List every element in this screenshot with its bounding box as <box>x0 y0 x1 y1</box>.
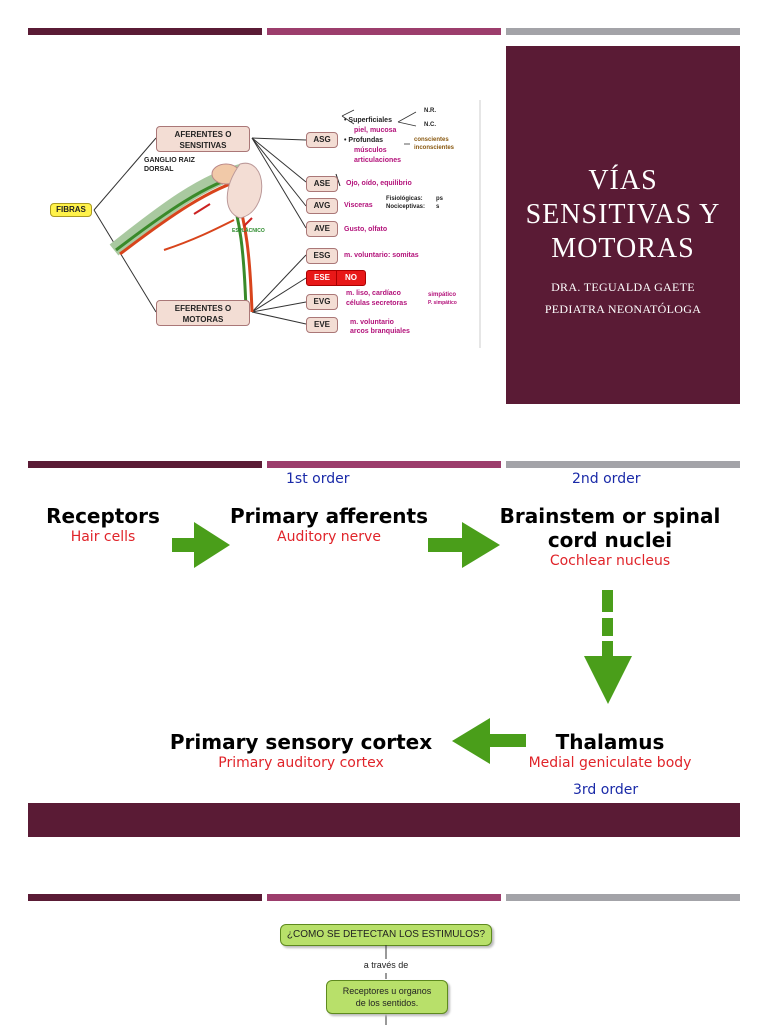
code-evg: EVG <box>306 294 338 310</box>
accent-bar-middle-3 <box>267 894 501 901</box>
first-order-label: 1st order <box>286 471 350 487</box>
brainstem-title-1: Brainstem or spinal <box>499 504 721 528</box>
code-esg: ESG <box>306 248 338 264</box>
code-eve: EVE <box>306 317 338 333</box>
fibers-diagram: FIBRAS AFERENTES O SENSITIVAS EFERENTES … <box>44 100 482 350</box>
label-nc: N.C. <box>424 122 436 128</box>
accent-bar-right-2 <box>506 461 740 468</box>
code-asg: ASG <box>306 132 338 148</box>
avg-ps: ps <box>436 196 444 202</box>
accent-bar-left-2 <box>28 461 262 468</box>
evg-description-2: células secretoras <box>346 300 408 307</box>
receptors-title: Receptors <box>46 504 160 528</box>
third-order-label: 3rd order <box>573 782 639 798</box>
cortex-subtitle: Primary auditory cortex <box>218 755 384 771</box>
asg-profundas: • Profundas <box>344 137 384 144</box>
concept-connector <box>385 945 387 1025</box>
cortex-title: Primary sensory cortex <box>169 730 433 754</box>
accent-bar-left <box>28 28 262 35</box>
accent-bar-middle-2 <box>267 461 501 468</box>
brainstem-node: Brainstem or spinal cord nuclei Cochlear… <box>488 504 732 570</box>
thalamus-node: Thalamus Medial geniculate body <box>506 730 714 772</box>
ganglio-label: GANGLIO RAIZ DORSAL <box>144 157 195 173</box>
presentation-title: VÍAS SENSITIVAS Y MOTORAS <box>525 165 721 264</box>
author-name: DRA. TEGUALDA GAETE <box>551 280 695 294</box>
receptores-line-1: Receptores u organos <box>342 986 432 996</box>
asg-piel: piel, mucosa <box>354 127 397 134</box>
title-panel: VÍAS SENSITIVAS Y MOTORAS DRA. TEGUALDA … <box>506 46 740 404</box>
afferent-box: AFERENTES O SENSITIVAS <box>156 126 250 152</box>
eve-description-1: m. voluntario <box>350 319 394 326</box>
cortex-node: Primary sensory cortex Primary auditory … <box>156 730 446 772</box>
code-ese: ESE <box>306 270 338 286</box>
thalamus-title: Thalamus <box>555 730 665 754</box>
asg-superficiales: • Superficiales <box>344 117 392 124</box>
receptores-line-2: de los sentidos. <box>355 998 419 1008</box>
label-inconscientes: inconscientes <box>414 145 455 151</box>
accent-bar-right <box>506 28 740 35</box>
evg-description-1: m. liso, cardíaco <box>346 290 401 297</box>
asg-musculos: músculos <box>354 147 387 154</box>
label-psimpatico: P. simpático <box>428 300 457 306</box>
thalamus-subtitle: Medial geniculate body <box>528 755 692 771</box>
receptors-node: Receptors Hair cells <box>30 504 176 546</box>
receptors-subtitle: Hair cells <box>70 529 136 545</box>
second-order-label: 2nd order <box>572 471 641 487</box>
asg-articulaciones: articulaciones <box>354 157 402 164</box>
receptores-box: Receptores u organos de los sentidos. <box>326 980 448 1014</box>
slide2-footer-band <box>28 803 740 837</box>
avg-visceras: Visceras <box>344 202 373 209</box>
arrow-brainstem-to-thalamus-dashed <box>584 590 632 704</box>
question-box: ¿COMO SE DETECTAN LOS ESTIMULOS? <box>280 924 492 946</box>
ese-no: NO <box>336 270 366 286</box>
fibras-box: FIBRAS <box>50 203 92 217</box>
label-nr: N.R. <box>424 108 436 114</box>
connector-label: a través de <box>363 960 409 970</box>
ave-description: Gusto, olfato <box>344 226 388 233</box>
avg-fisiologicas: Fisiológicas: <box>386 196 423 202</box>
eve-description-2: arcos branquiales <box>350 328 410 335</box>
author-role: PEDIATRA NEONATÓLOGA <box>544 302 702 316</box>
accent-bar-middle <box>267 28 501 35</box>
esg-description: m. voluntario: somitas <box>344 252 419 259</box>
label-simpatico: simpático <box>428 292 457 298</box>
brainstem-title-2: cord nuclei <box>547 528 673 552</box>
esplacnico-label: ESPLÁCNICO <box>232 228 265 234</box>
label-conscientes: conscientes <box>414 137 449 143</box>
code-avg: AVG <box>306 198 338 214</box>
ase-description: Ojo, oído, equilibrio <box>346 180 412 187</box>
efferent-box: EFERENTES O MOTORAS <box>156 300 250 326</box>
primary-afferents-node: Primary afferents Auditory nerve <box>218 504 440 546</box>
primary-afferents-title: Primary afferents <box>230 504 428 528</box>
accent-bar-left-3 <box>28 894 262 901</box>
brainstem-subtitle: Cochlear nucleus <box>549 553 671 569</box>
avg-nociceptivas: Nociceptivas: <box>386 204 426 210</box>
accent-bar-right-3 <box>506 894 740 901</box>
code-ave: AVE <box>306 221 338 237</box>
primary-afferents-subtitle: Auditory nerve <box>277 529 381 545</box>
fibers-diagram-lines <box>93 100 481 348</box>
avg-s: s <box>436 204 440 210</box>
code-ase: ASE <box>306 176 338 192</box>
